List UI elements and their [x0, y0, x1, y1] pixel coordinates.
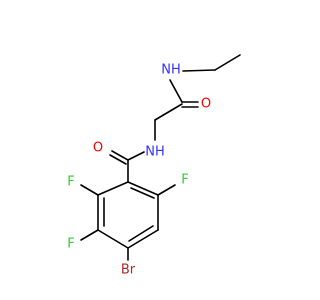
- bond-ring-f-right: [157, 184, 176, 196]
- bond-co-mid-b: [109, 154, 127, 165]
- ring-bond-3-inner: [128, 225, 154, 242]
- atom-o-top: O: [201, 97, 211, 112]
- bond-ring-f-bottom: [80, 229, 99, 241]
- atom-br: Br: [121, 263, 136, 278]
- atom-f-right: F: [181, 173, 188, 188]
- ring-bond-1-inner: [130, 187, 155, 199]
- bond-ring-f-left: [80, 184, 99, 196]
- ring-bond-1: [127, 181, 159, 196]
- ring-bond-4: [97, 229, 129, 249]
- atom-nh-mid: NH: [145, 145, 165, 160]
- molecule-structure: NH O NH O F F F Br: [67, 54, 241, 278]
- atom-nh-top: NH: [161, 63, 181, 78]
- bonds: [80, 54, 241, 261]
- bond-co-mid-a: [111, 150, 129, 161]
- atom-labels: NH O NH O F F F Br: [67, 63, 211, 278]
- structure-canvas: NH O NH O F F F Br: [67, 54, 241, 278]
- bond-carbonyl-ch2: [154, 103, 183, 121]
- bond-ethyl-cn: [182, 69, 216, 72]
- bond-ethyl-cc: [214, 54, 241, 71]
- atom-f-bottom: F: [67, 237, 74, 252]
- bond-n-carbonyl: [169, 79, 183, 103]
- ring-bond-6: [97, 181, 129, 196]
- ring-bond-3: [127, 229, 159, 249]
- atom-o-mid: O: [93, 141, 103, 156]
- bond-nh-benzoylc: [127, 151, 145, 161]
- atom-f-left: F: [67, 175, 74, 190]
